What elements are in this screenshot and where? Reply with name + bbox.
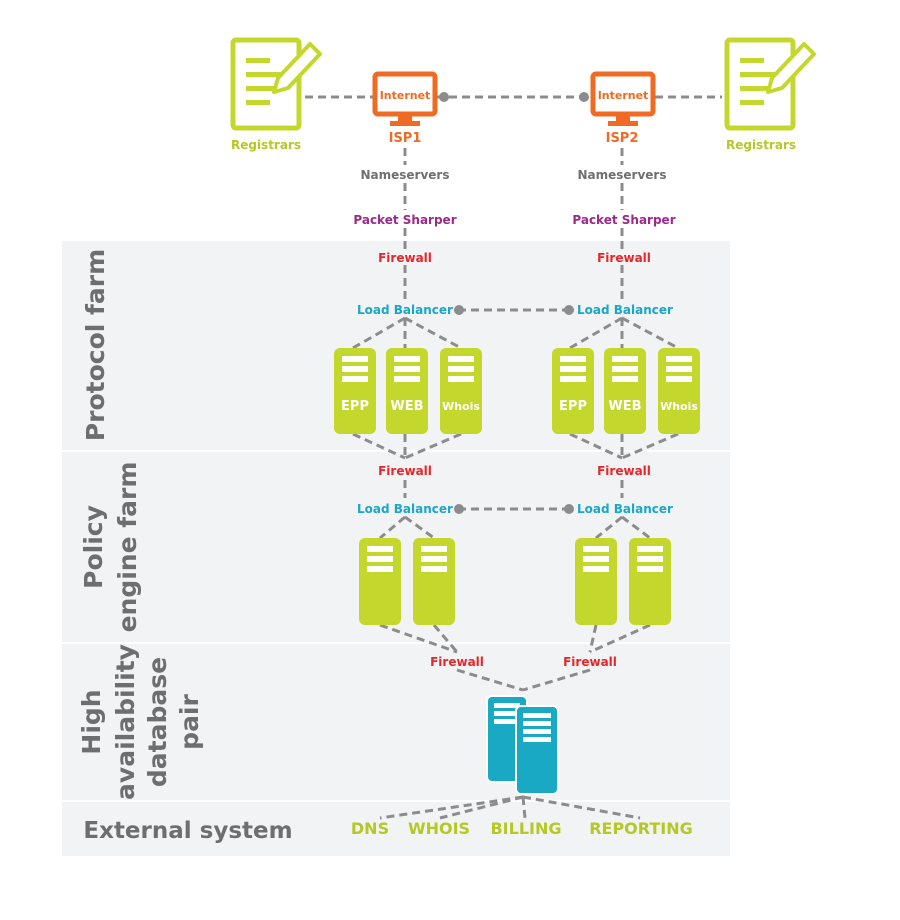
band-label-protocol-farm: Protocol farm bbox=[81, 249, 110, 441]
external-system-dns: DNS bbox=[351, 819, 389, 838]
registrar-right-icon bbox=[724, 37, 816, 131]
load-balancer-policy-right-label: Load Balancer bbox=[577, 502, 673, 516]
isp2-label: ISP2 bbox=[606, 131, 639, 146]
external-system-billing: BILLING bbox=[490, 819, 561, 838]
server-label-left-whois: Whois bbox=[442, 400, 480, 413]
server-label-right-epp: EPP bbox=[559, 399, 587, 414]
protocol-server-right-whois bbox=[658, 348, 700, 434]
internet-left-monitor-icon bbox=[372, 71, 438, 126]
registrars-left-label: Registrars bbox=[231, 138, 301, 152]
server-label-right-web: WEB bbox=[608, 399, 641, 414]
firewall-protocol-right-label: Firewall bbox=[597, 251, 651, 265]
internet-right-label: Internet bbox=[598, 89, 649, 102]
band-label-external-system: External system bbox=[83, 818, 292, 844]
packet-sharper-left-label: Packet Sharper bbox=[353, 213, 456, 227]
protocol-server-right-web bbox=[604, 348, 646, 434]
band-label-db-line2: availability bbox=[111, 644, 140, 800]
policy-server-left-1 bbox=[359, 538, 401, 625]
server-label-left-web: WEB bbox=[390, 399, 423, 414]
database-band bbox=[62, 644, 730, 800]
policy-server-left-2 bbox=[413, 538, 455, 625]
nameservers-left-label: Nameservers bbox=[360, 168, 449, 182]
internet-right-monitor-icon bbox=[590, 71, 656, 126]
band-label-policy-line1: Policy bbox=[79, 505, 108, 589]
policy-server-right-2 bbox=[629, 538, 671, 625]
load-balancer-policy-left-label: Load Balancer bbox=[357, 502, 453, 516]
nameservers-right-label: Nameservers bbox=[577, 168, 666, 182]
band-label-db-line1: High bbox=[77, 689, 106, 754]
internet-left-label: Internet bbox=[380, 89, 431, 102]
database-server-front-icon bbox=[515, 705, 559, 795]
registrar-left-icon bbox=[230, 37, 322, 131]
protocol-server-left-web bbox=[386, 348, 428, 434]
junction-dots bbox=[439, 92, 589, 514]
load-balancer-protocol-right-label: Load Balancer bbox=[577, 303, 673, 317]
firewall-db-right-label: Firewall bbox=[563, 655, 617, 669]
external-system-whois: WHOIS bbox=[408, 819, 470, 838]
protocol-server-right-epp bbox=[552, 348, 594, 434]
connector-lines bbox=[305, 95, 722, 820]
protocol-server-left-epp bbox=[334, 348, 376, 434]
firewall-protocol-left-label: Firewall bbox=[378, 251, 432, 265]
external-system-band bbox=[62, 802, 730, 856]
external-system-reporting: REPORTING bbox=[589, 819, 693, 838]
firewall-db-left-label: Firewall bbox=[430, 655, 484, 669]
band-label-db-line4: pair bbox=[175, 694, 204, 750]
server-label-right-whois: Whois bbox=[660, 400, 698, 413]
firewall-policy-left-label: Firewall bbox=[378, 464, 432, 478]
policy-server-right-1 bbox=[575, 538, 617, 625]
band-label-policy-line2: engine farm bbox=[113, 462, 142, 633]
packet-sharper-right-label: Packet Sharper bbox=[572, 213, 675, 227]
band-label-db-line3: database bbox=[143, 657, 172, 787]
registrars-right-label: Registrars bbox=[726, 138, 796, 152]
load-balancer-protocol-left-label: Load Balancer bbox=[357, 303, 453, 317]
isp1-label: ISP1 bbox=[389, 131, 422, 146]
server-label-left-epp: EPP bbox=[341, 399, 369, 414]
firewall-policy-right-label: Firewall bbox=[597, 464, 651, 478]
protocol-server-left-whois bbox=[440, 348, 482, 434]
